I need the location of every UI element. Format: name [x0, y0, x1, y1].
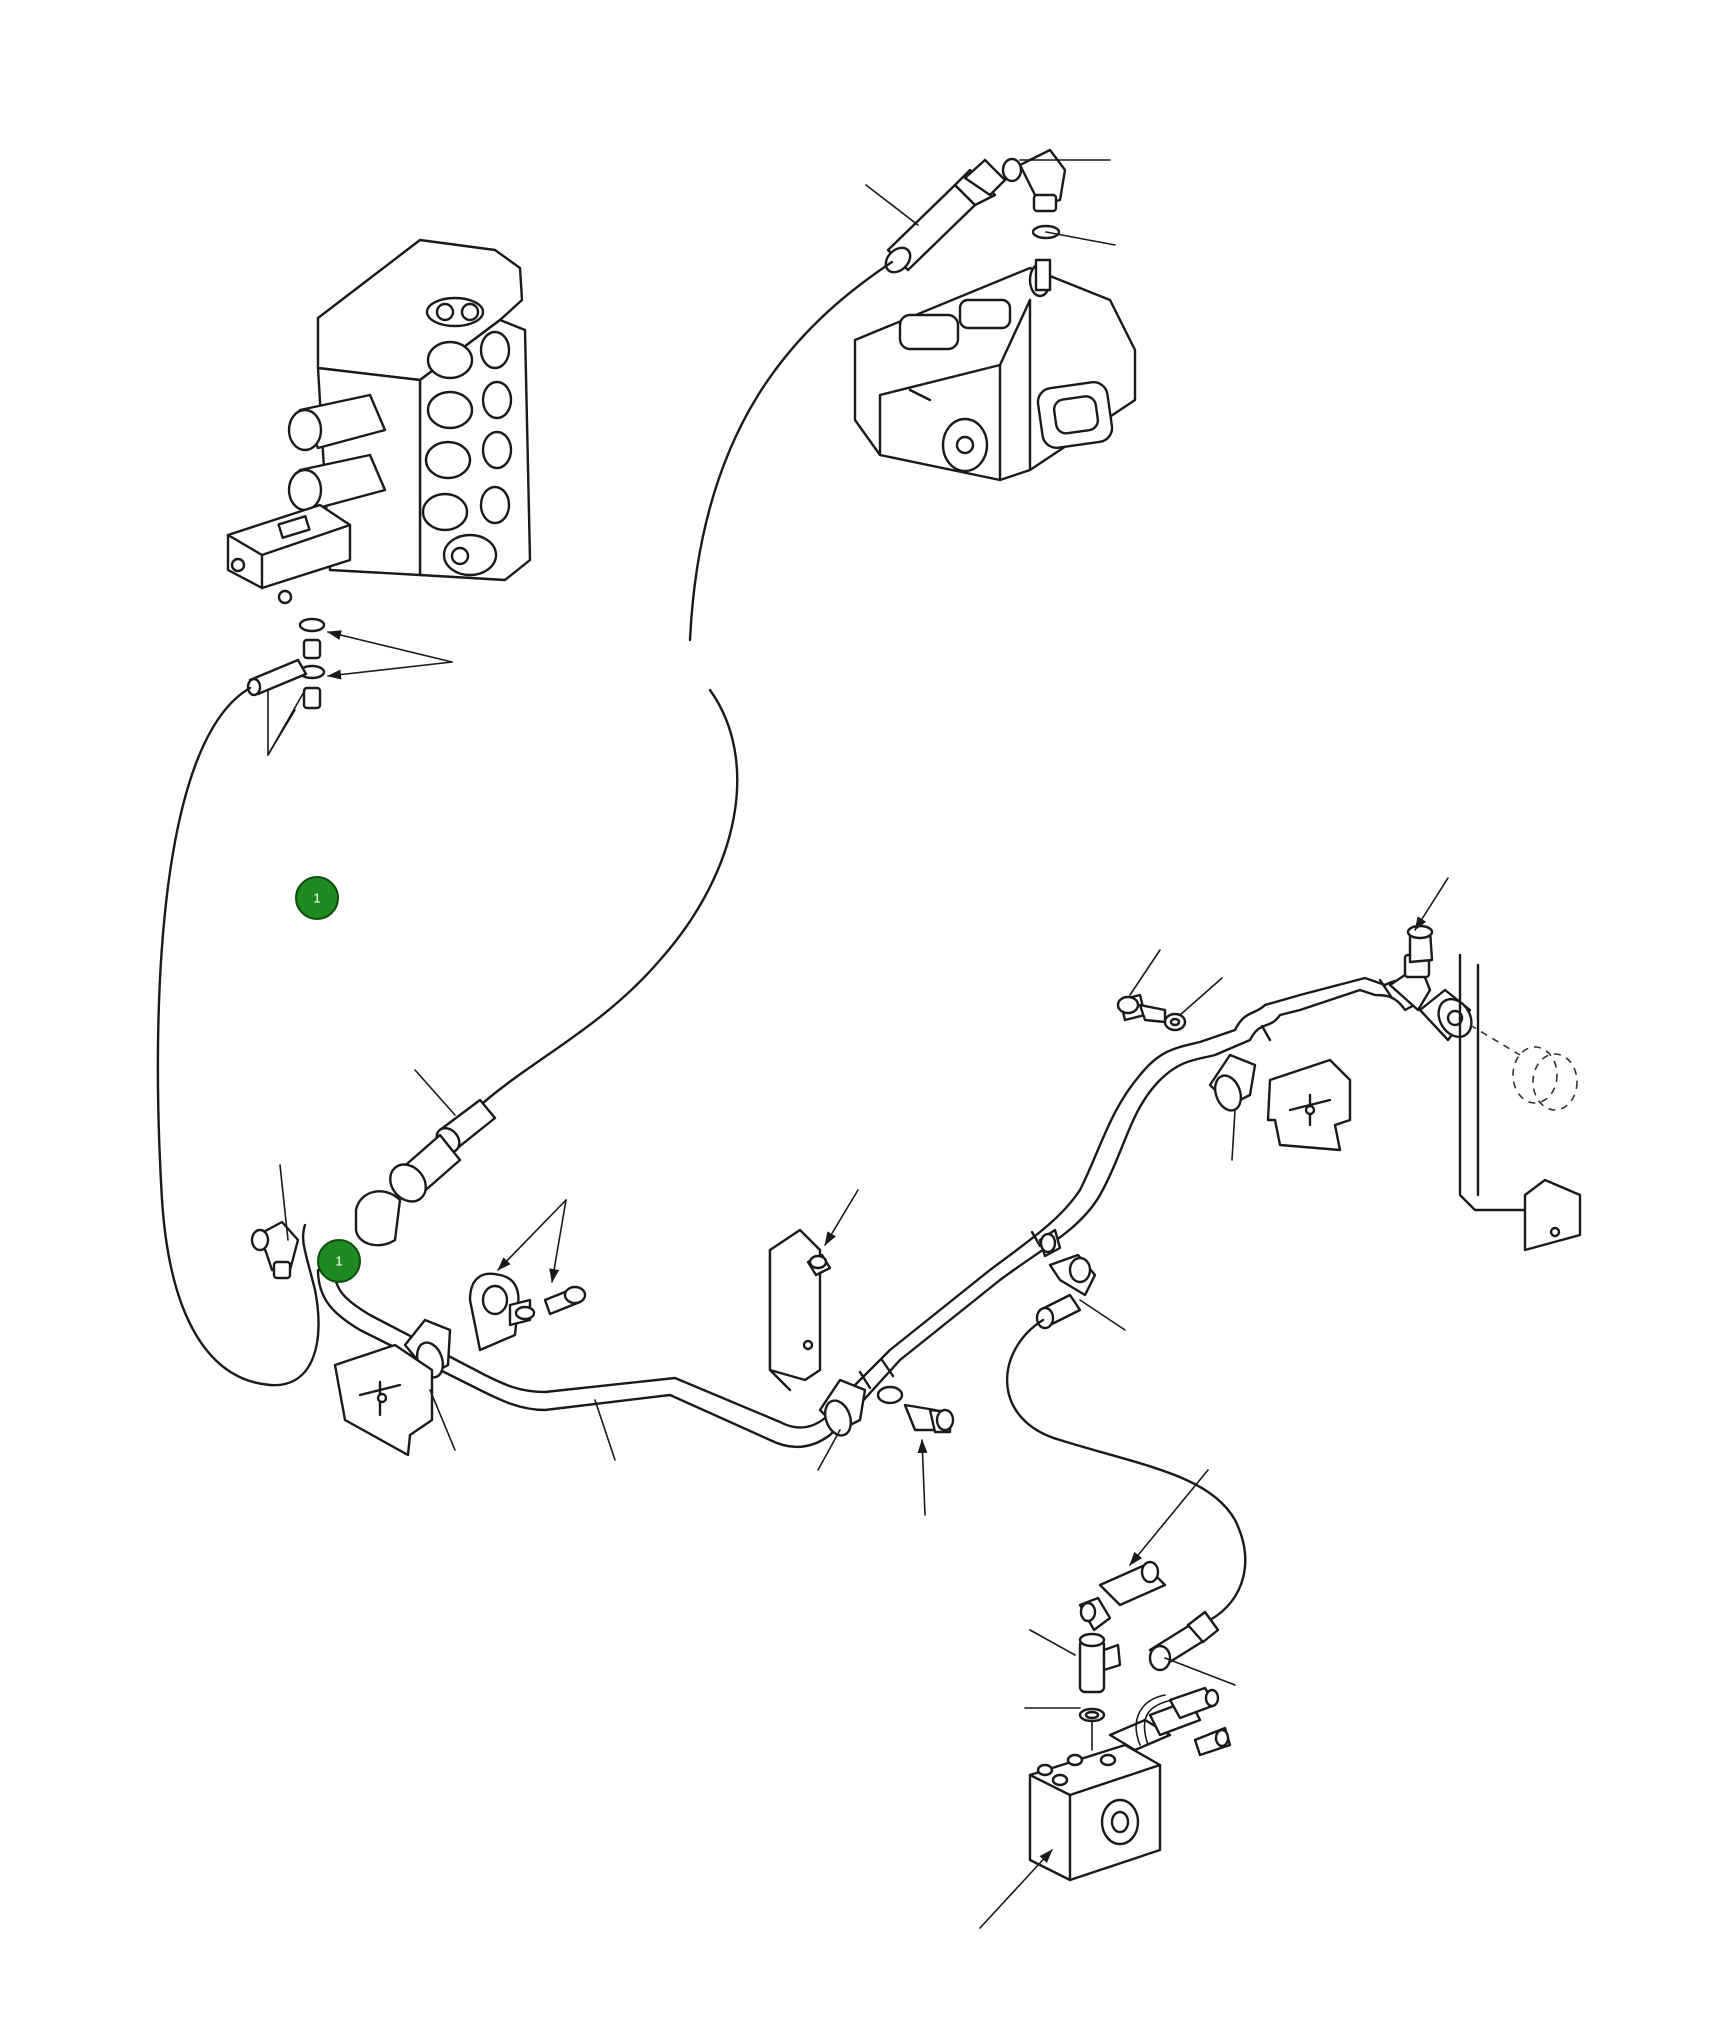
upper-hose-end	[884, 158, 1007, 274]
control-valve	[226, 238, 532, 605]
clamp-plate-left	[333, 1343, 434, 1457]
hydraulic-pump	[853, 258, 1137, 482]
callout-1-left[interactable]: 1	[295, 876, 339, 920]
callout-label: 1	[313, 891, 320, 906]
left-elbow-fitting	[250, 1220, 300, 1280]
callout-label: 1	[335, 1254, 342, 1269]
right-tee-fitting	[1388, 924, 1473, 1042]
valve-fittings	[246, 617, 326, 710]
lower-right-fittings	[1035, 1228, 1097, 1330]
pump-hose	[688, 260, 894, 642]
frame-port	[1469, 1024, 1578, 1111]
callout-circle	[295, 876, 339, 920]
main-tube	[316, 976, 1422, 1449]
arrows	[327, 630, 1449, 1929]
mid-hose-end	[354, 1098, 497, 1247]
valve-hose-loop	[156, 686, 320, 1387]
callout-circle	[317, 1239, 361, 1283]
center-bracket	[468, 1272, 587, 1352]
center-plate	[768, 1228, 832, 1392]
relief-valve-block	[1028, 1686, 1232, 1882]
block-tee-fitting	[1078, 1632, 1122, 1751]
clamp-plate-right	[1266, 1058, 1352, 1152]
pump-hose-lower	[473, 688, 739, 1112]
callout-1-fitting[interactable]: 1	[317, 1239, 361, 1283]
block-hose-fittings	[1078, 1560, 1220, 1672]
pump-elbow-fitting	[1001, 148, 1067, 240]
leader-lines	[267, 159, 1236, 1709]
clamp-bolt	[876, 1385, 955, 1434]
frame-plate	[1458, 953, 1582, 1252]
lower-right-hose	[1005, 1318, 1247, 1622]
upper-clamp-bolt	[1116, 993, 1187, 1032]
